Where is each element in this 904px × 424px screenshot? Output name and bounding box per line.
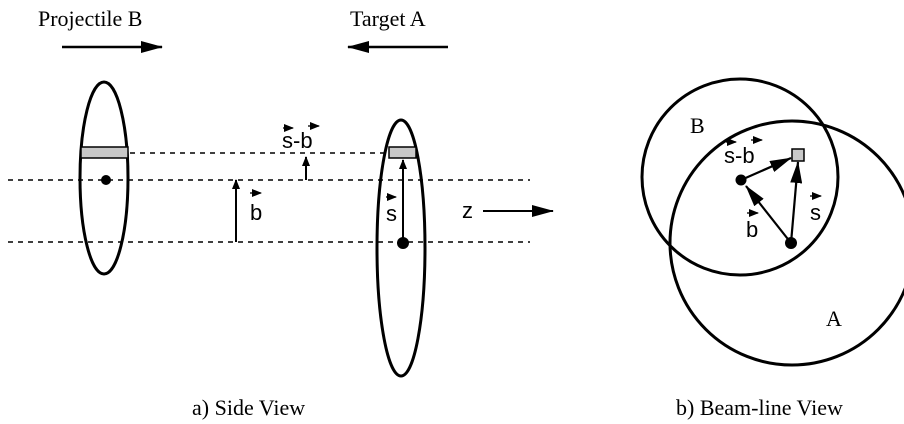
s-label: s [386,201,397,226]
circle-a-label: A [826,306,842,331]
beamline-view-caption: b) Beam-line View [676,395,843,420]
s-minus-b-arrow-beamline [740,156,792,182]
side-view: Projectile B Target A b s-b s z [8,6,554,420]
circle-b [640,77,840,277]
target-label: Target A [350,6,426,31]
projectile-slab [80,146,129,159]
projectile-center-dot [101,175,111,185]
b-vector-arrow-beamline [745,185,792,244]
beamline-view: B A b s s-b b) Beam-line View [640,77,904,420]
target-nucleus-ellipse [375,118,427,378]
side-view-caption: a) Side View [192,395,305,420]
circle-b-label: B [690,113,705,138]
b-label: b [250,200,262,225]
target-slab [388,146,417,159]
s-label-beamline: s [810,200,821,225]
z-axis-label: z [462,198,473,223]
s-minus-b-label: s-b [282,128,313,153]
slab-square-beamline [791,148,805,162]
circle-a [668,119,904,367]
s-vector-arrow-beamline [789,161,803,244]
s-minus-b-label-beamline: s-b [724,143,755,168]
projectile-label: Projectile B [38,6,142,31]
b-label-beamline: b [746,217,758,242]
projectile-nucleus-ellipse [78,80,130,276]
